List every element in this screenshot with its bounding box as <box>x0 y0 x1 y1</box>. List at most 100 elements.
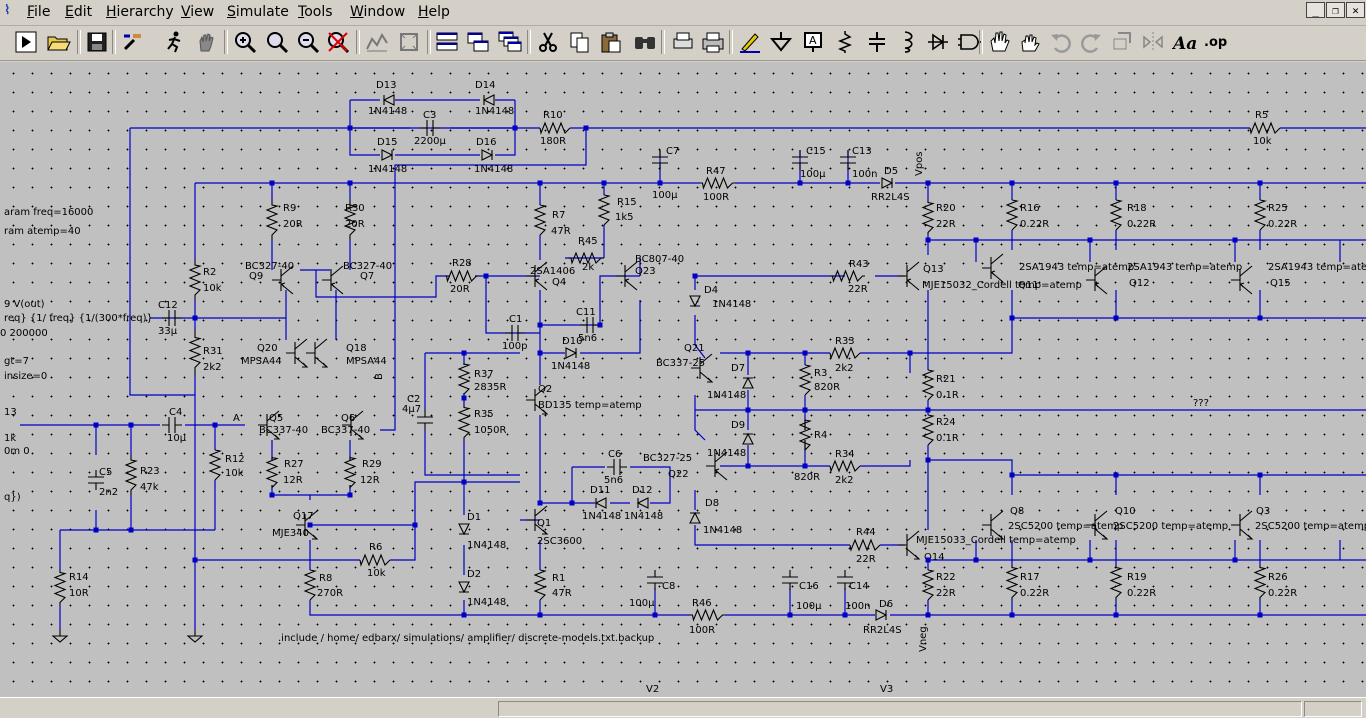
inductor-icon[interactable] <box>894 29 920 55</box>
capacitor[interactable] <box>837 570 853 590</box>
transistor[interactable] <box>982 253 1004 283</box>
spice-directive[interactable]: 0 200000 <box>0 328 48 339</box>
resistor[interactable] <box>568 251 604 265</box>
resistor[interactable] <box>798 364 812 396</box>
spice-directive[interactable]: aram freq=16000 <box>4 207 93 218</box>
transistor[interactable] <box>322 265 344 295</box>
wire[interactable] <box>424 430 520 476</box>
wire[interactable] <box>349 100 380 156</box>
resistor[interactable] <box>1109 199 1123 231</box>
resistor[interactable] <box>343 200 357 240</box>
menu-window[interactable]: Window <box>350 4 406 20</box>
resistor[interactable] <box>921 369 935 401</box>
print-icon[interactable] <box>700 29 726 55</box>
diode[interactable] <box>689 295 701 308</box>
diode[interactable] <box>458 581 470 594</box>
diode[interactable] <box>458 523 470 536</box>
transistor[interactable] <box>898 530 920 560</box>
transistor[interactable] <box>1086 265 1108 295</box>
spice-directive[interactable]: 0m 0 <box>4 446 30 457</box>
transistor[interactable] <box>706 451 728 481</box>
capacitor[interactable] <box>792 150 808 170</box>
resistor[interactable] <box>533 204 547 236</box>
wire[interactable] <box>910 290 1013 354</box>
wire[interactable] <box>390 525 416 561</box>
diode[interactable] <box>875 609 888 621</box>
capacitor[interactable] <box>417 410 433 430</box>
resistor[interactable] <box>700 176 735 190</box>
wire[interactable] <box>310 481 520 526</box>
halt-hand-icon[interactable] <box>193 29 219 55</box>
text-icon[interactable]: Aa <box>1172 29 1198 55</box>
resistor[interactable] <box>798 419 812 452</box>
capacitor[interactable] <box>162 417 182 433</box>
transistor[interactable] <box>691 353 713 383</box>
fit-icon[interactable] <box>396 29 422 55</box>
diode[interactable] <box>482 94 495 106</box>
wire[interactable] <box>315 270 450 298</box>
resistor-icon[interactable] <box>832 29 858 55</box>
spice-directive[interactable]: .include / home/ edbarx/ simulations/ am… <box>278 633 654 644</box>
diode[interactable] <box>742 432 754 445</box>
capacitor-icon[interactable] <box>864 29 890 55</box>
minimize-button[interactable]: _ <box>1306 2 1325 18</box>
resistor[interactable] <box>921 200 935 235</box>
capacitor[interactable] <box>652 150 668 170</box>
spice-directive[interactable]: q}) <box>4 492 21 503</box>
transistor[interactable] <box>296 510 318 540</box>
ltspice-icon[interactable]: ⌇ <box>4 3 11 18</box>
resistor[interactable] <box>53 570 67 605</box>
resistor[interactable] <box>343 456 357 489</box>
capacitor[interactable] <box>505 325 525 341</box>
diode-icon[interactable] <box>925 29 951 55</box>
transistor[interactable] <box>982 510 1004 540</box>
transistor[interactable] <box>616 261 638 291</box>
capacitor[interactable] <box>420 120 440 136</box>
capacitor[interactable] <box>840 150 856 170</box>
resistor[interactable] <box>208 449 222 481</box>
wire[interactable] <box>694 525 850 546</box>
resistor[interactable] <box>539 121 571 135</box>
transistor[interactable] <box>306 338 328 368</box>
resistor[interactable] <box>921 414 935 446</box>
diode[interactable] <box>636 497 649 509</box>
spice-directive[interactable]: insize=0 <box>4 371 47 382</box>
diode[interactable] <box>381 149 394 161</box>
transistor[interactable] <box>526 505 548 535</box>
resistor[interactable] <box>533 569 547 601</box>
diode[interactable] <box>594 497 607 509</box>
zoom-area-icon[interactable] <box>264 29 290 55</box>
close-button[interactable]: ✕ <box>1346 2 1365 18</box>
spice-directive[interactable]: 1k <box>4 433 16 444</box>
resistor[interactable] <box>1249 121 1281 135</box>
resistor[interactable] <box>457 405 471 440</box>
draw-wire-icon[interactable] <box>737 29 763 55</box>
resistor[interactable] <box>188 260 202 300</box>
cut-icon[interactable] <box>535 29 561 55</box>
wire[interactable] <box>580 300 641 354</box>
tile-horizontal-icon[interactable] <box>434 29 460 55</box>
run-man-icon[interactable] <box>161 29 187 55</box>
drag-hand-icon[interactable] <box>1016 29 1042 55</box>
transistor[interactable] <box>1231 265 1253 295</box>
resistor[interactable] <box>445 269 478 283</box>
menu-hierarchy[interactable]: Hierarchy <box>106 4 174 20</box>
resistor[interactable] <box>1005 199 1019 231</box>
spice-directive[interactable]: gt=7 <box>4 356 29 367</box>
transistor[interactable] <box>272 265 294 295</box>
wire[interactable] <box>630 466 671 504</box>
resistor[interactable] <box>1253 565 1267 600</box>
transistor[interactable] <box>258 410 280 440</box>
spice-directive[interactable]: ram atemp=40 <box>4 226 81 237</box>
wire[interactable] <box>860 460 911 467</box>
diode[interactable] <box>689 511 701 524</box>
resistor[interactable] <box>690 608 725 622</box>
transistor[interactable] <box>526 385 548 415</box>
move-hand-icon[interactable] <box>986 29 1012 55</box>
diode[interactable] <box>481 149 494 161</box>
capacitor[interactable] <box>782 570 798 590</box>
save-icon[interactable] <box>84 29 110 55</box>
print-setup-icon[interactable] <box>670 29 696 55</box>
